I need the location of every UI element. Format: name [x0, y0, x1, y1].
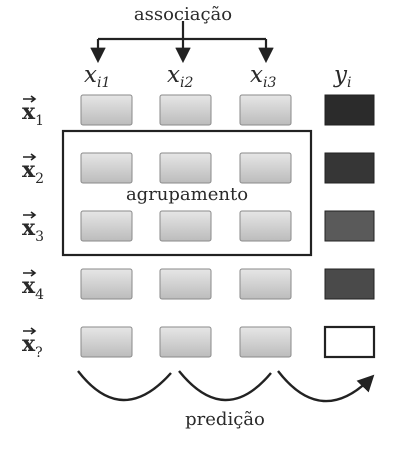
feature-cell — [159, 152, 212, 184]
vector-arrow-icon — [23, 95, 37, 103]
feature-cell — [80, 94, 133, 126]
data-row-1: x1 — [22, 94, 375, 129]
row-label: x1 — [22, 99, 44, 129]
data-row-3: x3 — [22, 210, 375, 245]
data-row-4: x4 — [22, 268, 375, 303]
association-bracket — [90, 21, 274, 64]
association-label: associação — [134, 4, 232, 25]
feature-cell — [239, 268, 292, 300]
column-header-x-i1: xi1 — [84, 62, 110, 91]
target-cell — [324, 210, 375, 242]
row-label: x3 — [22, 215, 44, 245]
data-row-5: x? — [22, 325, 376, 361]
vector-arrow-icon — [23, 269, 37, 277]
feature-cell — [159, 326, 212, 358]
row-label: x4 — [22, 273, 44, 303]
feature-cell — [159, 94, 212, 126]
feature-cell — [239, 326, 292, 358]
target-cell — [324, 268, 375, 300]
target-cell-unknown — [323, 325, 376, 359]
data-row-2: x2 — [22, 152, 375, 187]
column-header-y-i: yi — [333, 62, 351, 91]
prediction-arcs — [77, 370, 375, 403]
column-headers: xi1 xi2 xi3 yi — [84, 62, 351, 91]
row-label: x2 — [22, 157, 44, 187]
feature-cell — [239, 210, 292, 242]
vector-arrow-icon — [23, 327, 37, 335]
data-rows: x1 x2 x3 x4 x? — [22, 94, 376, 361]
vector-arrow-icon — [23, 153, 37, 161]
column-header-x-i3: xi3 — [250, 62, 276, 91]
feature-cell — [239, 152, 292, 184]
grouping-box — [61, 129, 313, 257]
target-cell — [324, 94, 375, 126]
feature-cell — [239, 94, 292, 126]
feature-cell — [80, 210, 133, 242]
feature-cell — [159, 210, 212, 242]
column-header-x-i2: xi2 — [167, 62, 193, 91]
row-label: x? — [22, 331, 43, 361]
feature-cell — [159, 268, 212, 300]
target-cell — [324, 152, 375, 184]
grouping-label: agrupamento — [126, 184, 248, 205]
feature-cell — [80, 268, 133, 300]
feature-cell — [80, 152, 133, 184]
prediction-label: predição — [185, 409, 265, 430]
feature-cell — [80, 326, 133, 358]
vector-arrow-icon — [23, 211, 37, 219]
